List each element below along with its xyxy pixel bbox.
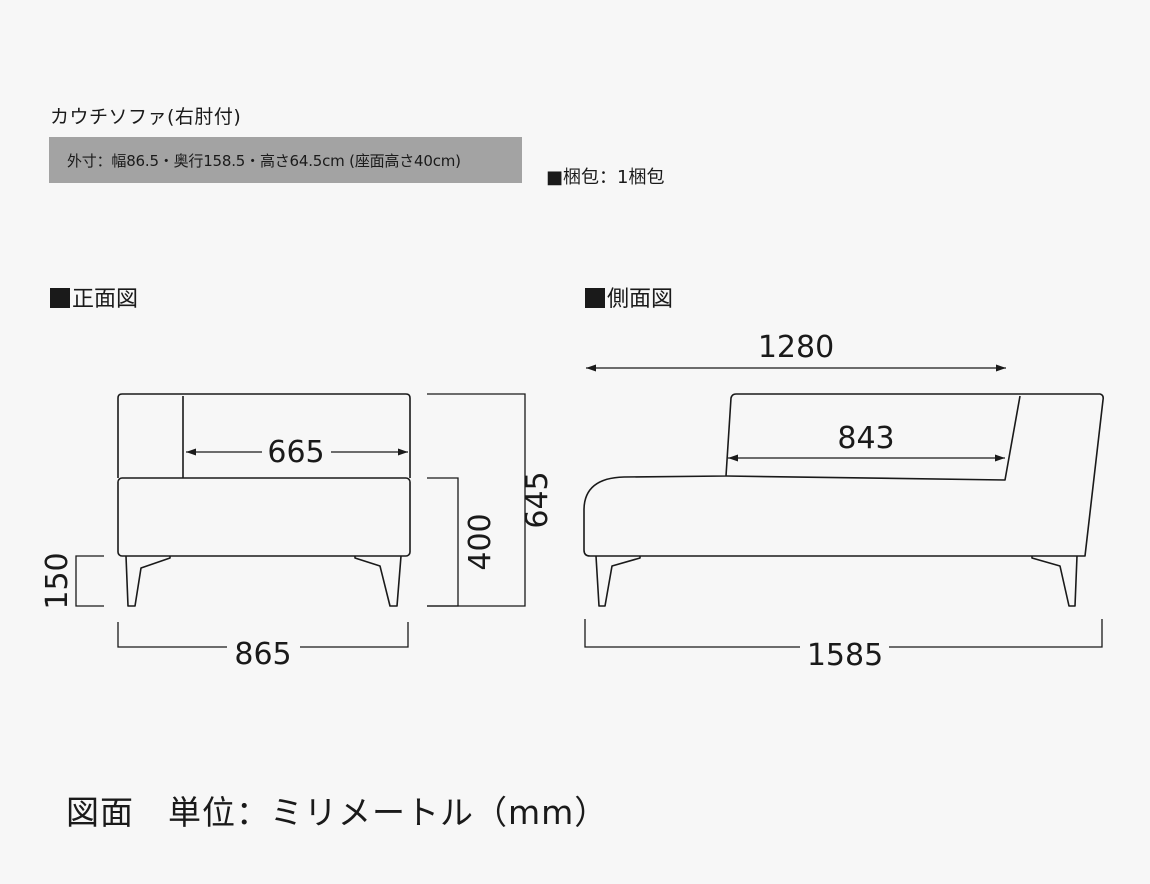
- front-view-drawing: [117, 393, 411, 607]
- side-dimensions: [584, 364, 1103, 648]
- front-seat: [117, 477, 411, 557]
- side-view-drawing: [583, 393, 1104, 607]
- side-leg-back: [1031, 555, 1078, 607]
- product-title: カウチソファ(右肘付): [50, 106, 242, 128]
- front-dimensions: [75, 393, 526, 648]
- front-leg-left: [125, 555, 171, 607]
- dim-side-seat-depth: 843: [837, 421, 894, 456]
- dim-front-total-height: 645: [520, 471, 555, 528]
- dim-front-leg-height: 150: [40, 552, 75, 609]
- side-view-label-text: 側面図: [607, 287, 674, 312]
- spec-box: 外寸：幅86.5・奥行158.5・高さ64.5cm (座面高さ40cm): [49, 137, 522, 183]
- front-view-label: 正面図: [50, 281, 138, 313]
- spec-text: 外寸：幅86.5・奥行158.5・高さ64.5cm (座面高さ40cm): [67, 151, 461, 170]
- square-bullet-icon: [585, 288, 605, 308]
- front-leg-right: [354, 555, 402, 607]
- side-leg-front: [595, 555, 641, 607]
- front-backrest: [117, 393, 411, 478]
- square-bullet-icon: [50, 288, 70, 308]
- side-body-outline: [583, 393, 1104, 557]
- dim-front-inner-width: 665: [267, 435, 324, 470]
- side-back-inner: [725, 395, 1021, 481]
- side-view-label: 側面図: [585, 281, 673, 313]
- packing-info: ■梱包：1梱包: [546, 167, 665, 188]
- dim-front-total-width: 865: [234, 637, 291, 672]
- dim-side-back-length: 1280: [758, 330, 834, 365]
- dim-front-seat-height: 400: [463, 513, 498, 570]
- dim-side-total-length: 1585: [807, 638, 883, 673]
- front-view-label-text: 正面図: [72, 287, 139, 312]
- units-note: 図面 単位：ミリメートル（mm）: [66, 793, 609, 832]
